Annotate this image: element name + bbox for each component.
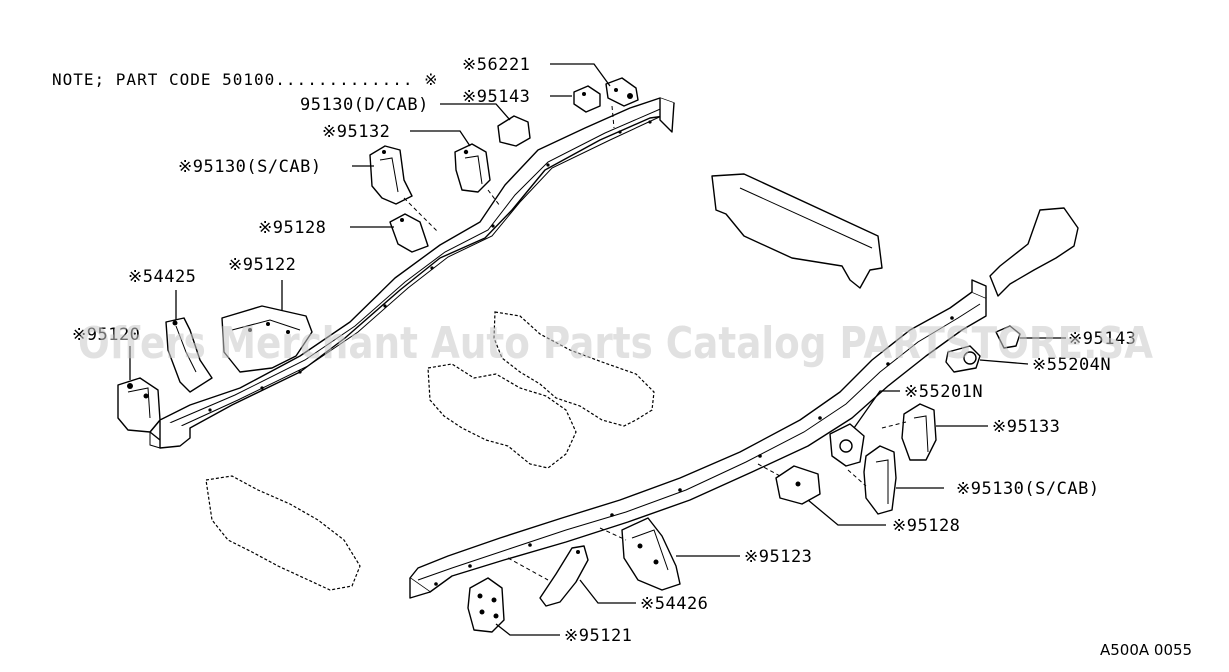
label-55204n: ※55204N [1032, 355, 1111, 375]
bracket-95130-scab-right [863, 445, 897, 515]
label-95132: ※95132 [322, 122, 390, 142]
label-95128-right: ※95128 [892, 516, 960, 536]
body-silhouette-lower [205, 475, 361, 591]
body-silhouette-middle [427, 363, 577, 469]
leader-lines [129, 63, 1066, 636]
label-95130-dcab: 95130(D/CAB) [300, 95, 429, 115]
label-95133: ※95133 [992, 417, 1060, 437]
bracket-95120-left [117, 377, 161, 433]
bracket-54425 [165, 317, 213, 393]
bracket-95128-right [775, 465, 821, 505]
label-95130-scab-left: ※95130(S/CAB) [178, 157, 322, 177]
label-95130-scab-right: ※95130(S/CAB) [956, 479, 1100, 499]
bracket-95130-scab-left [369, 145, 413, 205]
label-95143-right: ※95143 [1068, 329, 1136, 349]
label-95122: ※95122 [228, 255, 296, 275]
crossmember-center [711, 173, 883, 289]
label-95143-top: ※95143 [462, 87, 530, 107]
label-54426: ※54426 [640, 594, 708, 614]
label-54425: ※54425 [128, 267, 196, 287]
bracket-95128-left [389, 213, 429, 253]
bracket-95143-top [573, 85, 601, 113]
body-silhouette-upper [493, 311, 655, 427]
bushing-55204n [945, 345, 981, 373]
label-95121: ※95121 [564, 626, 632, 646]
frame-rail-right [409, 279, 987, 599]
label-95128-left: ※95128 [258, 218, 326, 238]
bracket-95130-dcab [497, 115, 531, 147]
bracket-95133 [901, 403, 937, 461]
crossmember-right-end [989, 207, 1079, 297]
label-56221: ※56221 [462, 55, 530, 75]
watermark: Offers Merchant Auto Parts Catalog PARTS… [78, 318, 1153, 369]
bracket-54426 [539, 545, 589, 607]
bracket-95121 [467, 577, 505, 633]
bracket-95123 [621, 517, 681, 591]
label-95120: ※95120 [72, 325, 140, 345]
diagram-code: A500A 0055 [1100, 641, 1192, 659]
frame-rail-left [149, 97, 675, 449]
part-code-note: NOTE; PART CODE 50100............. ※ [52, 70, 439, 89]
bracket-95143-right [995, 325, 1021, 349]
bracket-56221 [605, 77, 639, 107]
bracket-95132 [454, 143, 491, 193]
bracket-55201n [829, 423, 865, 467]
label-55201n: ※55201N [904, 382, 983, 402]
bracket-95122 [221, 305, 313, 373]
label-95123: ※95123 [744, 547, 812, 567]
